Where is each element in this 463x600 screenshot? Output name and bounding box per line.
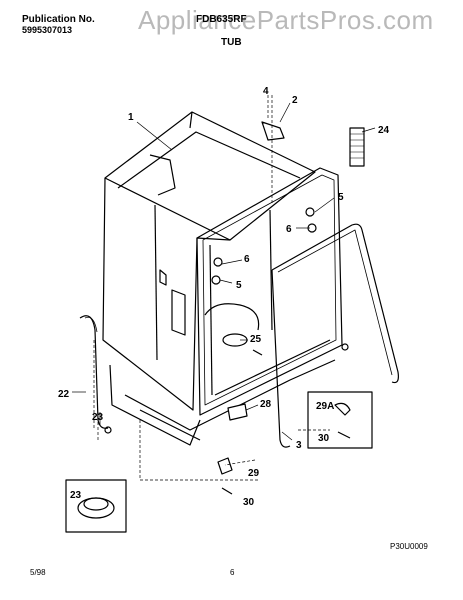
callout-5-upper: 5: [338, 192, 344, 203]
callout-29a: 29A: [316, 401, 334, 412]
footer-date: 5/98: [30, 568, 46, 577]
callout-3: 3: [296, 440, 302, 451]
callout-22: 22: [58, 389, 70, 400]
callout-28: 28: [260, 399, 272, 410]
mounting-bracket: [261, 121, 285, 141]
callout-23-inset: 23: [70, 490, 82, 501]
publication-number: 5995307013: [22, 25, 73, 35]
diagram-code: P30U0009: [390, 542, 428, 551]
callout-30: 30: [243, 497, 255, 508]
tub-body: [102, 111, 316, 411]
callout-4: 4: [263, 86, 269, 97]
detergent-area: [204, 303, 260, 331]
callout-30-inset: 30: [318, 433, 330, 444]
inset-boxes: [65, 391, 373, 533]
callout-23-main: 23: [92, 412, 104, 423]
section-title: TUB: [221, 37, 242, 48]
hose: [349, 127, 365, 167]
callout-6-lower: 6: [244, 254, 250, 265]
door-gasket: [271, 223, 399, 448]
small-parts: [217, 402, 351, 495]
callout-5-lower: 5: [236, 280, 242, 291]
model-number: FDB635RF: [196, 14, 247, 25]
callout-2: 2: [292, 95, 298, 106]
callout-29: 29: [248, 468, 260, 479]
leader-lines: [93, 95, 330, 481]
publication-label: Publication No.: [22, 14, 95, 25]
callout-leaders: [72, 102, 376, 441]
tub-inner-frame: [196, 167, 343, 416]
watermark-text: AppliancePartsPros.com: [138, 5, 434, 35]
callout-25: 25: [250, 334, 262, 345]
callout-1: 1: [128, 112, 134, 123]
side-trim-strip: [79, 315, 109, 429]
fasteners: [104, 207, 349, 434]
tub-base: [109, 359, 336, 446]
callout-6-upper: 6: [286, 224, 292, 235]
callout-24: 24: [378, 125, 390, 136]
footer-page-number: 6: [230, 568, 235, 577]
